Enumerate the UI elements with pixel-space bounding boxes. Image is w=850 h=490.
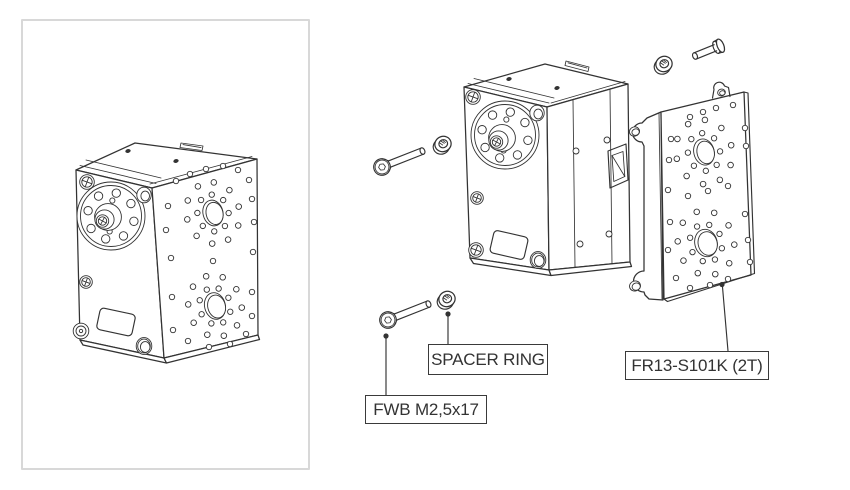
leader-dot-frame xyxy=(719,281,725,288)
servo-horn xyxy=(470,100,540,170)
leader-line-frame xyxy=(721,286,729,352)
flat-head-bolt-upper xyxy=(370,141,429,179)
callout-label-frame-plate: FR13-S101K (2T) xyxy=(625,351,769,380)
connector-recess xyxy=(607,143,629,189)
servo-horn xyxy=(76,181,146,251)
case-screws xyxy=(72,174,153,355)
case-screws xyxy=(465,89,547,269)
plate-hole-pattern xyxy=(664,101,754,292)
callout-label-fwb-bolt: FWB M2,5x17 xyxy=(365,395,487,424)
pan-head-bolt xyxy=(691,38,726,60)
frame-plate-drawing xyxy=(628,81,756,303)
assembled-servo-drawing xyxy=(72,142,261,364)
nameplate xyxy=(96,307,136,337)
nameplate xyxy=(489,230,529,260)
flat-head-bolt-lower xyxy=(376,294,435,332)
spacer-ring-upper xyxy=(429,133,455,158)
callout-leaders xyxy=(383,281,729,396)
side-hole-cluster xyxy=(162,162,258,351)
left-panel-frame xyxy=(21,19,310,470)
spacer-ring-lower xyxy=(433,288,459,313)
mount-ears xyxy=(628,88,726,292)
leader-dot-fwb xyxy=(383,333,389,339)
callout-label-spacer-ring: SPACER RING xyxy=(428,344,548,375)
exploded-servo-drawing xyxy=(463,60,633,277)
leader-dot-spacer xyxy=(445,311,451,317)
spacer-ring-right xyxy=(650,53,676,78)
